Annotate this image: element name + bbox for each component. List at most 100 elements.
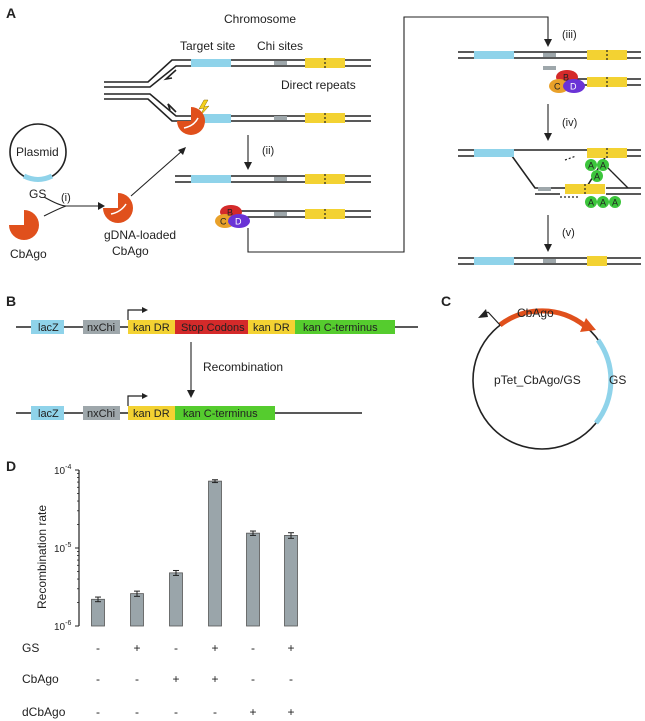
gdna-loaded-label: gDNA-loaded [104,228,176,242]
bar [208,480,222,627]
recombination-arrowhead [187,390,195,398]
plasmid-icon [9,123,67,182]
replication-fork [104,59,371,122]
chromosome-recombined [458,256,641,266]
fork-features-top [191,58,345,68]
lacz-box [31,406,64,420]
step-iv-label: (iv) [562,117,577,129]
condition-label: CbAgo [22,672,59,686]
plasmid-name-label: pTet_CbAgo/GS [494,373,581,387]
fork-features-bottom [191,113,345,123]
lightning-icon [198,99,210,117]
bar [91,598,105,627]
target-site-label: Target site [180,39,236,53]
direct-repeats-label: Direct repeats [281,78,356,92]
cbago-icon [9,210,39,240]
condition-sign: + [211,672,218,686]
kan-c-terminus-box [175,406,275,420]
protein-d-label: D [570,82,577,92]
y-tick-label: 10-6 [54,620,71,633]
cbago-gene-arrowhead [580,318,596,332]
protein-a-label: A [594,172,600,182]
condition-sign: - [96,705,100,719]
lacz-box [31,320,64,334]
protein-a-label: A [612,198,618,208]
step-iii-arrowhead [544,39,552,47]
protein-b-label: B [563,73,569,83]
condition-table: GS-+-+-+CbAgo--++--dCbAgo----++ [22,641,295,719]
condition-sign: - [96,641,100,655]
protein-c-label: C [554,82,561,92]
step-ii-label: (ii) [262,145,274,157]
step-v-label: (v) [562,227,575,239]
target-site [191,114,231,123]
strand-exchange-features [474,148,627,194]
lacz-label: lacZ [38,408,59,420]
connector-line [247,16,549,253]
cbago-gene-label: CbAgo [517,306,554,320]
chromosome-broken-iii [543,66,641,87]
protein-a-label: A [588,161,594,171]
condition-sign: + [249,705,256,719]
protein-a-label: A [600,161,606,171]
gdna-cbago-label: CbAgo [112,244,149,258]
promoter-arrow [127,309,142,320]
recbcd-complex-iii: B C D [549,70,585,93]
condition-sign: - [96,672,100,686]
bar [284,535,298,627]
gs-arc [594,338,614,425]
step-i-arrow [43,196,98,217]
construct-after: lacZ nxChi kan DR kan C-terminus [16,393,362,420]
kan-dr-label: kan DR [253,322,290,334]
plasmid-label: Plasmid [16,145,59,159]
chi-site [274,116,287,120]
kan-c-terminus-box [295,320,395,334]
panel-d-letter: D [6,458,16,474]
kan-c-terminus-label: kan C-terminus [303,322,378,334]
kan-dr-box [128,406,175,420]
step-v-arrowhead [544,244,552,252]
panel-a-letter: A [6,5,16,21]
to-fork-arrowhead [178,147,186,155]
panel-c-letter: C [441,293,451,309]
bar [130,593,144,627]
gdna-cbago-icon [103,193,133,223]
condition-sign: + [172,672,179,686]
protein-d-label: D [235,217,242,227]
protein-b-label: B [227,208,233,218]
target-site [191,59,231,67]
condition-sign: - [135,705,139,719]
nxchi-label: nxChi [87,408,115,420]
y-tick-label: 10-4 [54,464,71,477]
protein-a-label: A [588,198,594,208]
stop-codons-box [175,320,248,334]
nxchi-label: nxChi [87,322,115,334]
kan-dr-label: kan DR [133,408,170,420]
bars [91,479,298,627]
cbago-label: CbAgo [10,247,47,261]
chromosome-intact-ii [175,174,371,184]
recbcd-complex-ii: B C D [215,205,250,228]
condition-sign: - [251,672,255,686]
gs-arc-label: GS [609,373,626,387]
protein-a-label: A [600,198,606,208]
kan-dr-label: kan DR [133,322,170,334]
lacz-label: lacZ [38,322,59,334]
condition-sign: - [135,672,139,686]
reca-filament-bottom: A A A [585,196,621,208]
condition-sign: - [174,705,178,719]
promoter-arrow [127,395,142,406]
gs-label: GS [29,187,46,201]
panel-b: B lacZ nxChi kan DR Stop Codons kan DR k… [6,293,418,420]
condition-sign: + [133,641,140,655]
y-axis-label: Recombination rate [35,505,49,609]
chromosome-label: Chromosome [224,12,296,26]
condition-label: GS [22,641,39,655]
bar [246,532,260,627]
panel-d-chart: D Recombination rate 10-410-510-6 GS-+-+… [6,458,298,719]
panel-b-letter: B [6,293,16,309]
condition-label: dCbAgo [22,705,66,719]
condition-sign: + [287,705,294,719]
step-i-arrowhead [98,202,105,210]
